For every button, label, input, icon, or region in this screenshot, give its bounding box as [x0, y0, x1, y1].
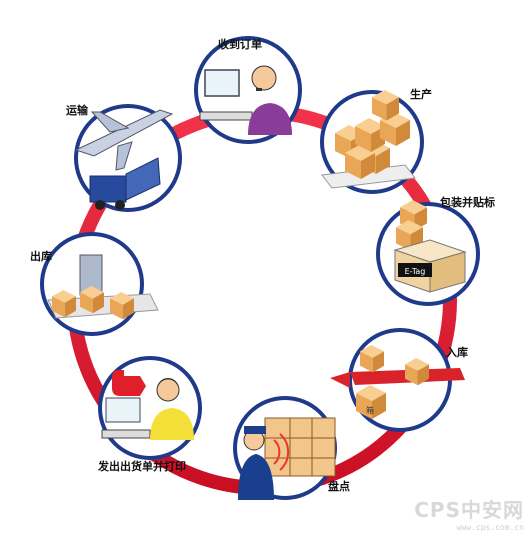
stage-transport	[74, 104, 182, 212]
label-transport: 运输	[66, 104, 88, 117]
operator-computer-icon	[199, 65, 292, 135]
stage-outbound	[40, 232, 159, 336]
label-ship-docs: 发出出货单并打印	[98, 460, 186, 473]
stage-ship-docs	[98, 356, 202, 460]
label-production: 生产	[410, 88, 432, 101]
label-receive-order: 收到订单	[218, 38, 262, 51]
watermark-url: www.cps.com.cn	[456, 523, 524, 532]
watermark: CPS中安网 www.cps.com.cn	[414, 494, 524, 532]
plane-truck-icon	[74, 109, 174, 210]
watermark-brand: CPS中安网	[414, 498, 524, 522]
label-outbound: 出库	[30, 250, 52, 263]
stage-packing: E-Tag	[376, 200, 480, 306]
box-mark: 箱	[366, 405, 374, 415]
etag-text: E-Tag	[405, 267, 426, 276]
label-inventory: 盘点	[328, 480, 350, 493]
stage-inventory	[233, 396, 337, 500]
label-inbound: 入库	[446, 346, 468, 359]
stage-inbound: 箱	[330, 328, 465, 432]
stage-receive-order	[194, 36, 302, 144]
etag-label	[398, 263, 432, 277]
label-packing: 包装并贴标	[440, 196, 495, 209]
stage-production	[320, 90, 424, 194]
rfid-scanner-icon	[238, 417, 336, 500]
